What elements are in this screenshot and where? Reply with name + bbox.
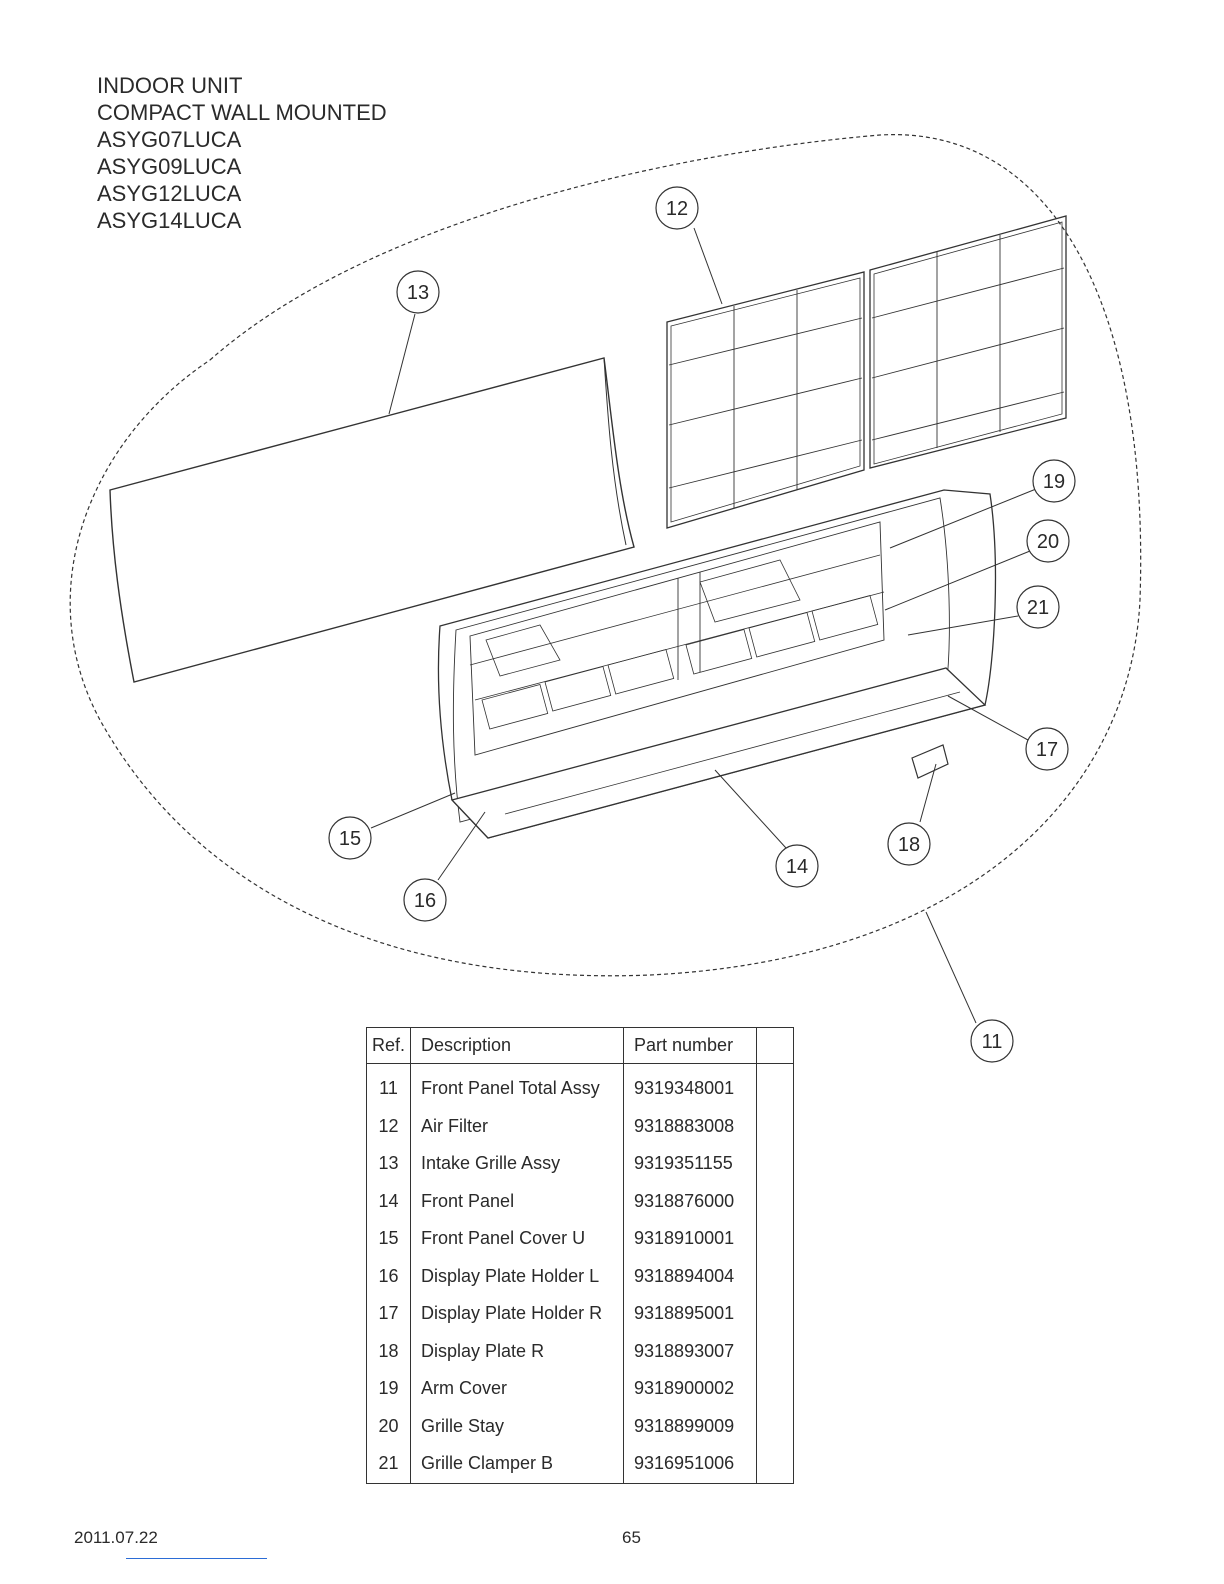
svg-text:15: 15 — [339, 828, 361, 850]
cell-part-number: 9318876000 — [623, 1182, 758, 1220]
cell-description: Display Plate R — [410, 1332, 625, 1370]
table-row: 13 Intake Grille Assy 9319351155 — [365, 1145, 795, 1183]
callout-13: 13 — [396, 270, 440, 314]
callout-19: 19 — [1032, 459, 1076, 503]
cell-ref: 17 — [365, 1295, 412, 1333]
footer-link-underline — [126, 1558, 267, 1559]
svg-text:13: 13 — [407, 282, 429, 304]
table-row: 21 Grille Clamper B 9316951006 — [365, 1445, 795, 1484]
callout-14: 14 — [775, 844, 819, 888]
header-title: INDOOR UNIT — [97, 73, 243, 98]
cell-part-number: 9318910001 — [623, 1220, 758, 1258]
svg-text:17: 17 — [1036, 739, 1058, 761]
cell-ref: 15 — [365, 1220, 412, 1258]
cell-ref: 16 — [365, 1257, 412, 1295]
cell-ref: 13 — [365, 1145, 412, 1183]
cell-blank — [756, 1182, 795, 1220]
header-model: ASYG14LUCA — [97, 208, 242, 233]
svg-text:19: 19 — [1043, 471, 1065, 493]
cell-part-number: 9319351155 — [623, 1145, 758, 1183]
leader-lines — [370, 227, 1037, 1024]
callout-18: 18 — [887, 822, 931, 866]
cell-part-number: 9318895001 — [623, 1295, 758, 1333]
document-header: INDOOR UNIT COMPACT WALL MOUNTED ASYG07L… — [97, 72, 387, 234]
cell-blank — [756, 1332, 795, 1370]
svg-text:16: 16 — [414, 890, 436, 912]
callout-20: 20 — [1026, 519, 1070, 563]
table-row: 14 Front Panel 9318876000 — [365, 1182, 795, 1220]
cell-blank — [756, 1145, 795, 1183]
cell-part-number: 9318883008 — [623, 1107, 758, 1145]
display-plate-drawing — [911, 744, 949, 779]
cell-blank — [756, 1220, 795, 1258]
cell-description: Front Panel Total Assy — [410, 1063, 625, 1108]
intake-grille-drawing — [109, 357, 635, 683]
cell-description: Grille Clamper B — [410, 1445, 625, 1484]
svg-text:12: 12 — [666, 198, 688, 220]
cell-description: Air Filter — [410, 1107, 625, 1145]
cell-part-number: 9318899009 — [623, 1407, 758, 1445]
table-row: 15 Front Panel Cover U 9318910001 — [365, 1220, 795, 1258]
table-row: 20 Grille Stay 9318899009 — [365, 1407, 795, 1445]
cell-description: Arm Cover — [410, 1370, 625, 1408]
cell-blank — [756, 1407, 795, 1445]
cell-description: Front Panel Cover U — [410, 1220, 625, 1258]
table-row: 17 Display Plate Holder R 9318895001 — [365, 1295, 795, 1333]
svg-text:14: 14 — [786, 856, 808, 878]
cell-blank — [756, 1295, 795, 1333]
col-header-blank — [756, 1027, 795, 1064]
callout-12: 12 — [655, 186, 699, 230]
cell-ref: 20 — [365, 1407, 412, 1445]
cell-blank — [756, 1063, 795, 1108]
table-row: 19 Arm Cover 9318900002 — [365, 1370, 795, 1408]
callout-15: 15 — [328, 816, 372, 860]
header-model: ASYG09LUCA — [97, 154, 242, 179]
col-header-description: Description — [410, 1027, 625, 1064]
cell-blank — [756, 1257, 795, 1295]
header-model: ASYG07LUCA — [97, 127, 242, 152]
svg-text:20: 20 — [1037, 531, 1059, 553]
cell-ref: 18 — [365, 1332, 412, 1370]
header-subtitle: COMPACT WALL MOUNTED — [97, 100, 387, 125]
cell-description: Display Plate Holder R — [410, 1295, 625, 1333]
cell-description: Grille Stay — [410, 1407, 625, 1445]
table-row: 11 Front Panel Total Assy 9319348001 — [365, 1063, 795, 1108]
page-number: 65 — [622, 1528, 641, 1547]
cell-part-number: 9318893007 — [623, 1332, 758, 1370]
cell-part-number: 9316951006 — [623, 1445, 758, 1484]
header-model: ASYG12LUCA — [97, 181, 242, 206]
assembly-boundary — [69, 134, 1142, 977]
table-row: 16 Display Plate Holder L 9318894004 — [365, 1257, 795, 1295]
cell-blank — [756, 1370, 795, 1408]
cell-description: Front Panel — [410, 1182, 625, 1220]
cell-part-number: 9318894004 — [623, 1257, 758, 1295]
table-row: 18 Display Plate R 9318893007 — [365, 1332, 795, 1370]
parts-table: Ref. Description Part number 11 Front Pa… — [365, 1027, 795, 1484]
cell-part-number: 9318900002 — [623, 1370, 758, 1408]
cell-ref: 21 — [365, 1445, 412, 1484]
table-row: 12 Air Filter 9318883008 — [365, 1107, 795, 1145]
cell-ref: 19 — [365, 1370, 412, 1408]
svg-text:18: 18 — [898, 834, 920, 856]
cell-ref: 11 — [365, 1063, 412, 1108]
col-header-ref: Ref. — [365, 1027, 412, 1064]
svg-text:11: 11 — [982, 1031, 1003, 1053]
footer-date: 2011.07.22 — [74, 1528, 158, 1547]
cell-ref: 12 — [365, 1107, 412, 1145]
callout-11: 11 — [970, 1019, 1014, 1063]
cell-description: Display Plate Holder L — [410, 1257, 625, 1295]
svg-text:21: 21 — [1027, 597, 1049, 619]
air-filter-drawing — [666, 215, 1067, 529]
cell-description: Intake Grille Assy — [410, 1145, 625, 1183]
table-header-row: Ref. Description Part number — [365, 1027, 795, 1064]
cell-blank — [756, 1445, 795, 1484]
cell-ref: 14 — [365, 1182, 412, 1220]
cell-blank — [756, 1107, 795, 1145]
callout-17: 17 — [1025, 727, 1069, 771]
callout-21: 21 — [1016, 585, 1060, 629]
col-header-part-number: Part number — [623, 1027, 758, 1064]
cell-part-number: 9319348001 — [623, 1063, 758, 1108]
callout-16: 16 — [403, 878, 447, 922]
